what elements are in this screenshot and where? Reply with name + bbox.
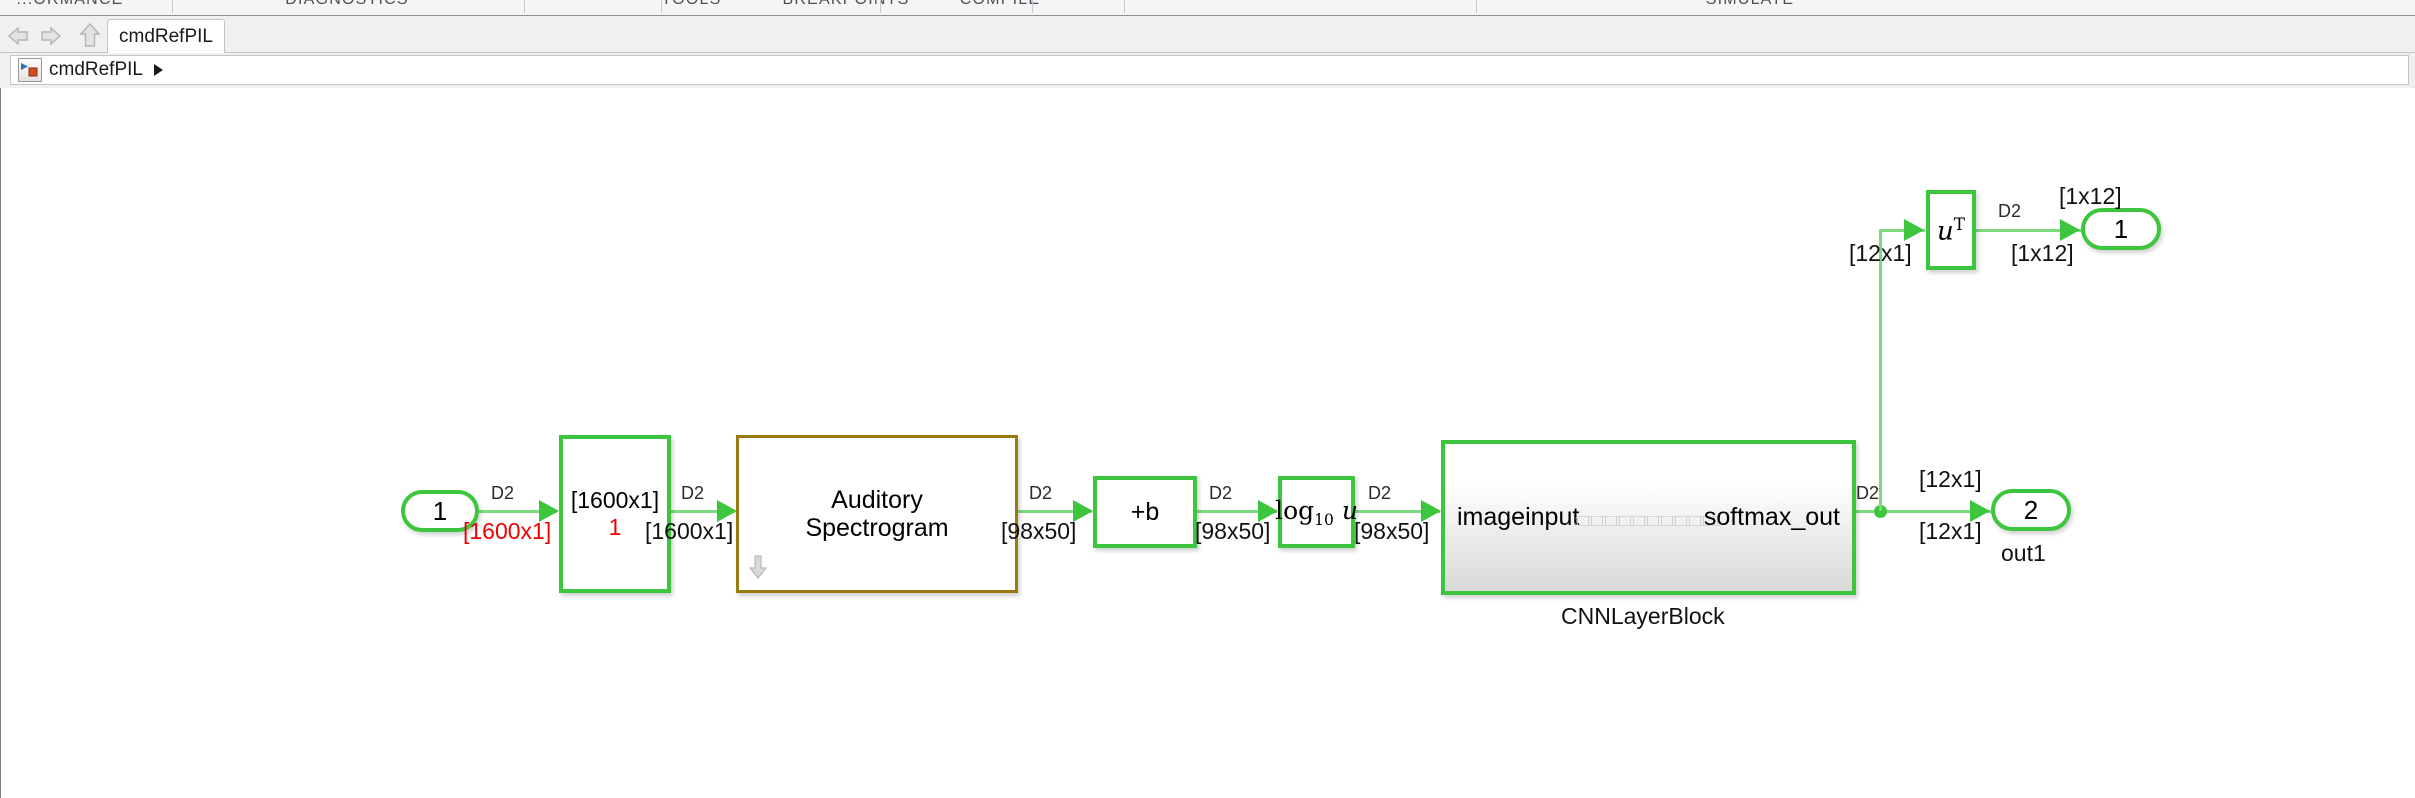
signal-label-dim-s7: [12x1] (1849, 240, 1912, 266)
ribbon-tab-strip: ...ORMANCE DIAGNOSTICS TOOLS BREAKPOINTS… (0, 0, 2415, 16)
signal-label-dim-below-s8: [1x12] (2011, 240, 2074, 266)
output-port-2-caption: out1 (2001, 540, 2046, 566)
output-port-1-label: 1 (2113, 213, 2129, 244)
log10-block[interactable]: log10 u (1275, 476, 1358, 548)
simulink-model-icon (18, 58, 42, 82)
log10-block-label: log10 u (1275, 495, 1358, 529)
cnn-layer-internal-link (1575, 516, 1722, 526)
signal-label-dim-s5: [98x50] (1354, 518, 1430, 544)
breadcrumb-label[interactable]: cmdRefPIL (49, 59, 143, 80)
wire-transpose-outport1[interactable] (1976, 229, 2081, 232)
ribbon-separator (1476, 0, 1477, 13)
back-arrow-icon[interactable] (2, 21, 30, 49)
signal-label-sampletime-s1: D2 (491, 483, 515, 503)
ribbon-separator (172, 0, 173, 13)
reshape-block-dims: [1600x1] (570, 487, 660, 513)
ribbon-tab-simulate[interactable]: SIMULATE (1090, 0, 2410, 9)
signal-label-sampletime-s6: D2 (1856, 483, 1880, 503)
breadcrumb: cmdRefPIL (10, 55, 2409, 85)
cnn-layer-block-caption: CNNLayerBlock (1561, 603, 1725, 629)
signal-label-dim-s3: [98x50] (1001, 518, 1077, 544)
wire-cnn-outport2[interactable] (1856, 510, 1992, 513)
ribbon-tab-breakpoints[interactable]: BREAKPOINTS (661, 0, 1031, 9)
ribbon-separator (880, 0, 881, 13)
ribbon-tab-performance[interactable]: ...ORMANCE (0, 0, 170, 9)
wire-inport1-reshape[interactable] (479, 510, 557, 513)
arrow-log10-in (1258, 500, 1278, 522)
reshape-block[interactable]: [1600x1] 1 (559, 435, 671, 593)
signal-label-dim-above-s8: [1x12] (2059, 183, 2122, 209)
ribbon-tab-tools[interactable]: TOOLS (524, 0, 859, 9)
bias-add-label: +b (1130, 498, 1160, 526)
auditory-spectrogram-label-line2: Spectrogram (805, 514, 949, 542)
document-tab-bar: cmdRefPIL (0, 16, 2415, 53)
signal-label-dim-s1: [1600x1] (463, 518, 552, 544)
wire-branch-vertical[interactable] (1879, 229, 1882, 511)
reshape-block-index: 1 (608, 514, 622, 540)
tab-cmdrefpil[interactable]: cmdRefPIL (107, 19, 225, 53)
output-port-2[interactable]: 2 (1991, 489, 2071, 531)
signal-label-sampletime-s5: D2 (1368, 483, 1392, 503)
wire-reshape-auditory[interactable] (671, 510, 735, 513)
bias-add-block[interactable]: +b (1093, 476, 1197, 548)
signal-label-sampletime-s4: D2 (1209, 483, 1233, 503)
signal-label-dim-s2: [1600x1] (645, 518, 734, 544)
navigation-buttons (0, 16, 104, 53)
model-canvas[interactable]: 1 [1600x1] 1 Auditory Spectrogram +b log… (0, 88, 2415, 798)
down-arrow-icon (747, 554, 769, 585)
auditory-spectrogram-label-line1: Auditory (831, 486, 923, 514)
signal-label-dim-above-s6: [12x1] (1919, 466, 1982, 492)
transpose-block-label: uT (1936, 213, 1966, 247)
signal-label-dim-s4: [98x50] (1195, 518, 1271, 544)
input-port-1-label: 1 (432, 495, 448, 526)
wire-auditory-bias[interactable] (1018, 510, 1092, 513)
arrow-transpose-in (1904, 219, 1924, 241)
arrow-cnn-in (1421, 500, 1441, 522)
signal-label-sampletime-s3: D2 (1029, 483, 1053, 503)
wire-bias-log10[interactable] (1197, 510, 1277, 513)
cnn-layer-block[interactable]: imageinput softmax_out (1441, 440, 1856, 595)
transpose-block[interactable]: uT (1926, 190, 1976, 270)
arrow-bias-in (1073, 500, 1093, 522)
up-arrow-icon[interactable] (76, 21, 104, 49)
arrow-reshape-in (539, 500, 559, 522)
forward-arrow-icon[interactable] (39, 21, 67, 49)
signal-label-sampletime-s8: D2 (1998, 201, 2022, 221)
cnn-layer-block-outport-label: softmax_out (1703, 503, 1840, 531)
cnn-layer-block-inport-label: imageinput (1457, 503, 1580, 531)
wire-log10-cnn[interactable] (1355, 510, 1440, 513)
auditory-spectrogram-block[interactable]: Auditory Spectrogram (736, 435, 1018, 593)
ribbon-separator (661, 0, 662, 13)
output-port-1[interactable]: 1 (2081, 208, 2161, 250)
breadcrumb-bar: cmdRefPIL (0, 53, 2415, 88)
arrow-outport1-in (2060, 219, 2080, 241)
input-port-1[interactable]: 1 (401, 490, 479, 532)
ribbon-separator (1124, 0, 1125, 13)
signal-label-sampletime-s2: D2 (681, 483, 705, 503)
signal-label-dim-below-s6: [12x1] (1919, 518, 1982, 544)
wire-branch-transpose[interactable] (1879, 229, 1925, 232)
ribbon-tab-diagnostics[interactable]: DIAGNOSTICS (172, 0, 522, 9)
signal-branch-point[interactable] (1874, 505, 1887, 518)
ribbon-separator (1032, 0, 1033, 13)
ribbon-separator (524, 0, 525, 13)
arrow-outport2-in (1970, 500, 1990, 522)
ribbon-tab-compile[interactable]: COMPILE (880, 0, 1120, 9)
output-port-2-label: 2 (2023, 494, 2039, 525)
chevron-right-icon[interactable] (153, 64, 163, 76)
tab-label: cmdRefPIL (119, 25, 213, 47)
arrow-auditory-in (717, 500, 737, 522)
